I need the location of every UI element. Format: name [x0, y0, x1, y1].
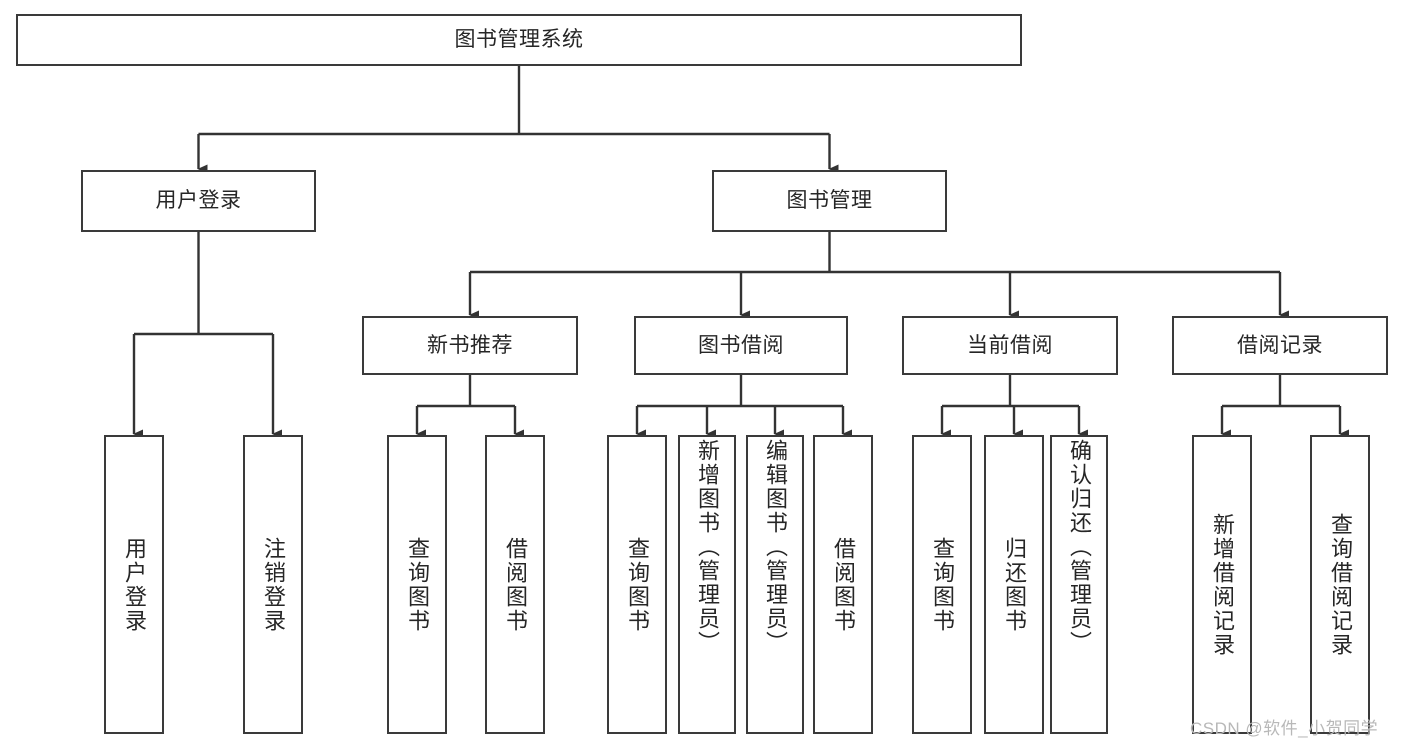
node-label: 当前借阅 — [967, 333, 1053, 357]
node-label: 查询借阅记录 — [1328, 512, 1353, 657]
node-leaf-login[interactable]: 用户登录 — [104, 435, 164, 734]
node-label: 用户登录 — [155, 189, 242, 213]
node-label: 借阅图书 — [831, 536, 856, 633]
node-label: 用户登录 — [122, 536, 147, 633]
node-label: 确认归还（管理员） — [1067, 439, 1092, 655]
node-bookmgmt[interactable]: 图书管理 — [712, 170, 947, 232]
node-label: 查询图书 — [625, 536, 650, 633]
node-root[interactable]: 图书管理系统 — [16, 14, 1022, 66]
node-label: 图书管理系统 — [454, 28, 584, 52]
node-label: 新增借阅记录 — [1210, 512, 1235, 657]
node-login[interactable]: 用户登录 — [81, 170, 316, 232]
node-leaf-rc-add[interactable]: 新增借阅记录 — [1192, 435, 1252, 734]
node-leaf-nb-b[interactable]: 借阅图书 — [485, 435, 545, 734]
node-records[interactable]: 借阅记录 — [1172, 316, 1388, 375]
node-label: 图书借阅 — [698, 333, 784, 357]
node-borrow[interactable]: 图书借阅 — [634, 316, 848, 375]
node-leaf-nb-q[interactable]: 查询图书 — [387, 435, 447, 734]
node-leaf-cu-q[interactable]: 查询图书 — [912, 435, 972, 734]
node-label: 新书推荐 — [427, 333, 513, 357]
node-leaf-br-ed[interactable]: 编辑图书（管理员） — [746, 435, 804, 734]
node-leaf-br-add[interactable]: 新增图书（管理员） — [678, 435, 736, 734]
node-label: 归还图书 — [1002, 536, 1027, 633]
node-label: 新增图书（管理员） — [695, 439, 720, 655]
node-leaf-br-bor[interactable]: 借阅图书 — [813, 435, 873, 734]
node-leaf-rc-q[interactable]: 查询借阅记录 — [1310, 435, 1370, 734]
node-label: 借阅图书 — [503, 536, 528, 633]
node-leaf-logout[interactable]: 注销登录 — [243, 435, 303, 734]
node-leaf-cu-r[interactable]: 归还图书 — [984, 435, 1044, 734]
node-current[interactable]: 当前借阅 — [902, 316, 1118, 375]
node-leaf-cu-c[interactable]: 确认归还（管理员） — [1050, 435, 1108, 734]
node-label: 图书管理 — [786, 189, 873, 213]
node-label: 编辑图书（管理员） — [763, 439, 788, 655]
node-newbooks[interactable]: 新书推荐 — [362, 316, 578, 375]
node-leaf-br-q[interactable]: 查询图书 — [607, 435, 667, 734]
node-label: 借阅记录 — [1237, 333, 1323, 357]
watermark-label: CSDN @软件_小贺同学 — [1190, 719, 1379, 738]
node-label: 查询图书 — [930, 536, 955, 633]
node-label: 查询图书 — [405, 536, 430, 633]
node-label: 注销登录 — [261, 536, 286, 633]
